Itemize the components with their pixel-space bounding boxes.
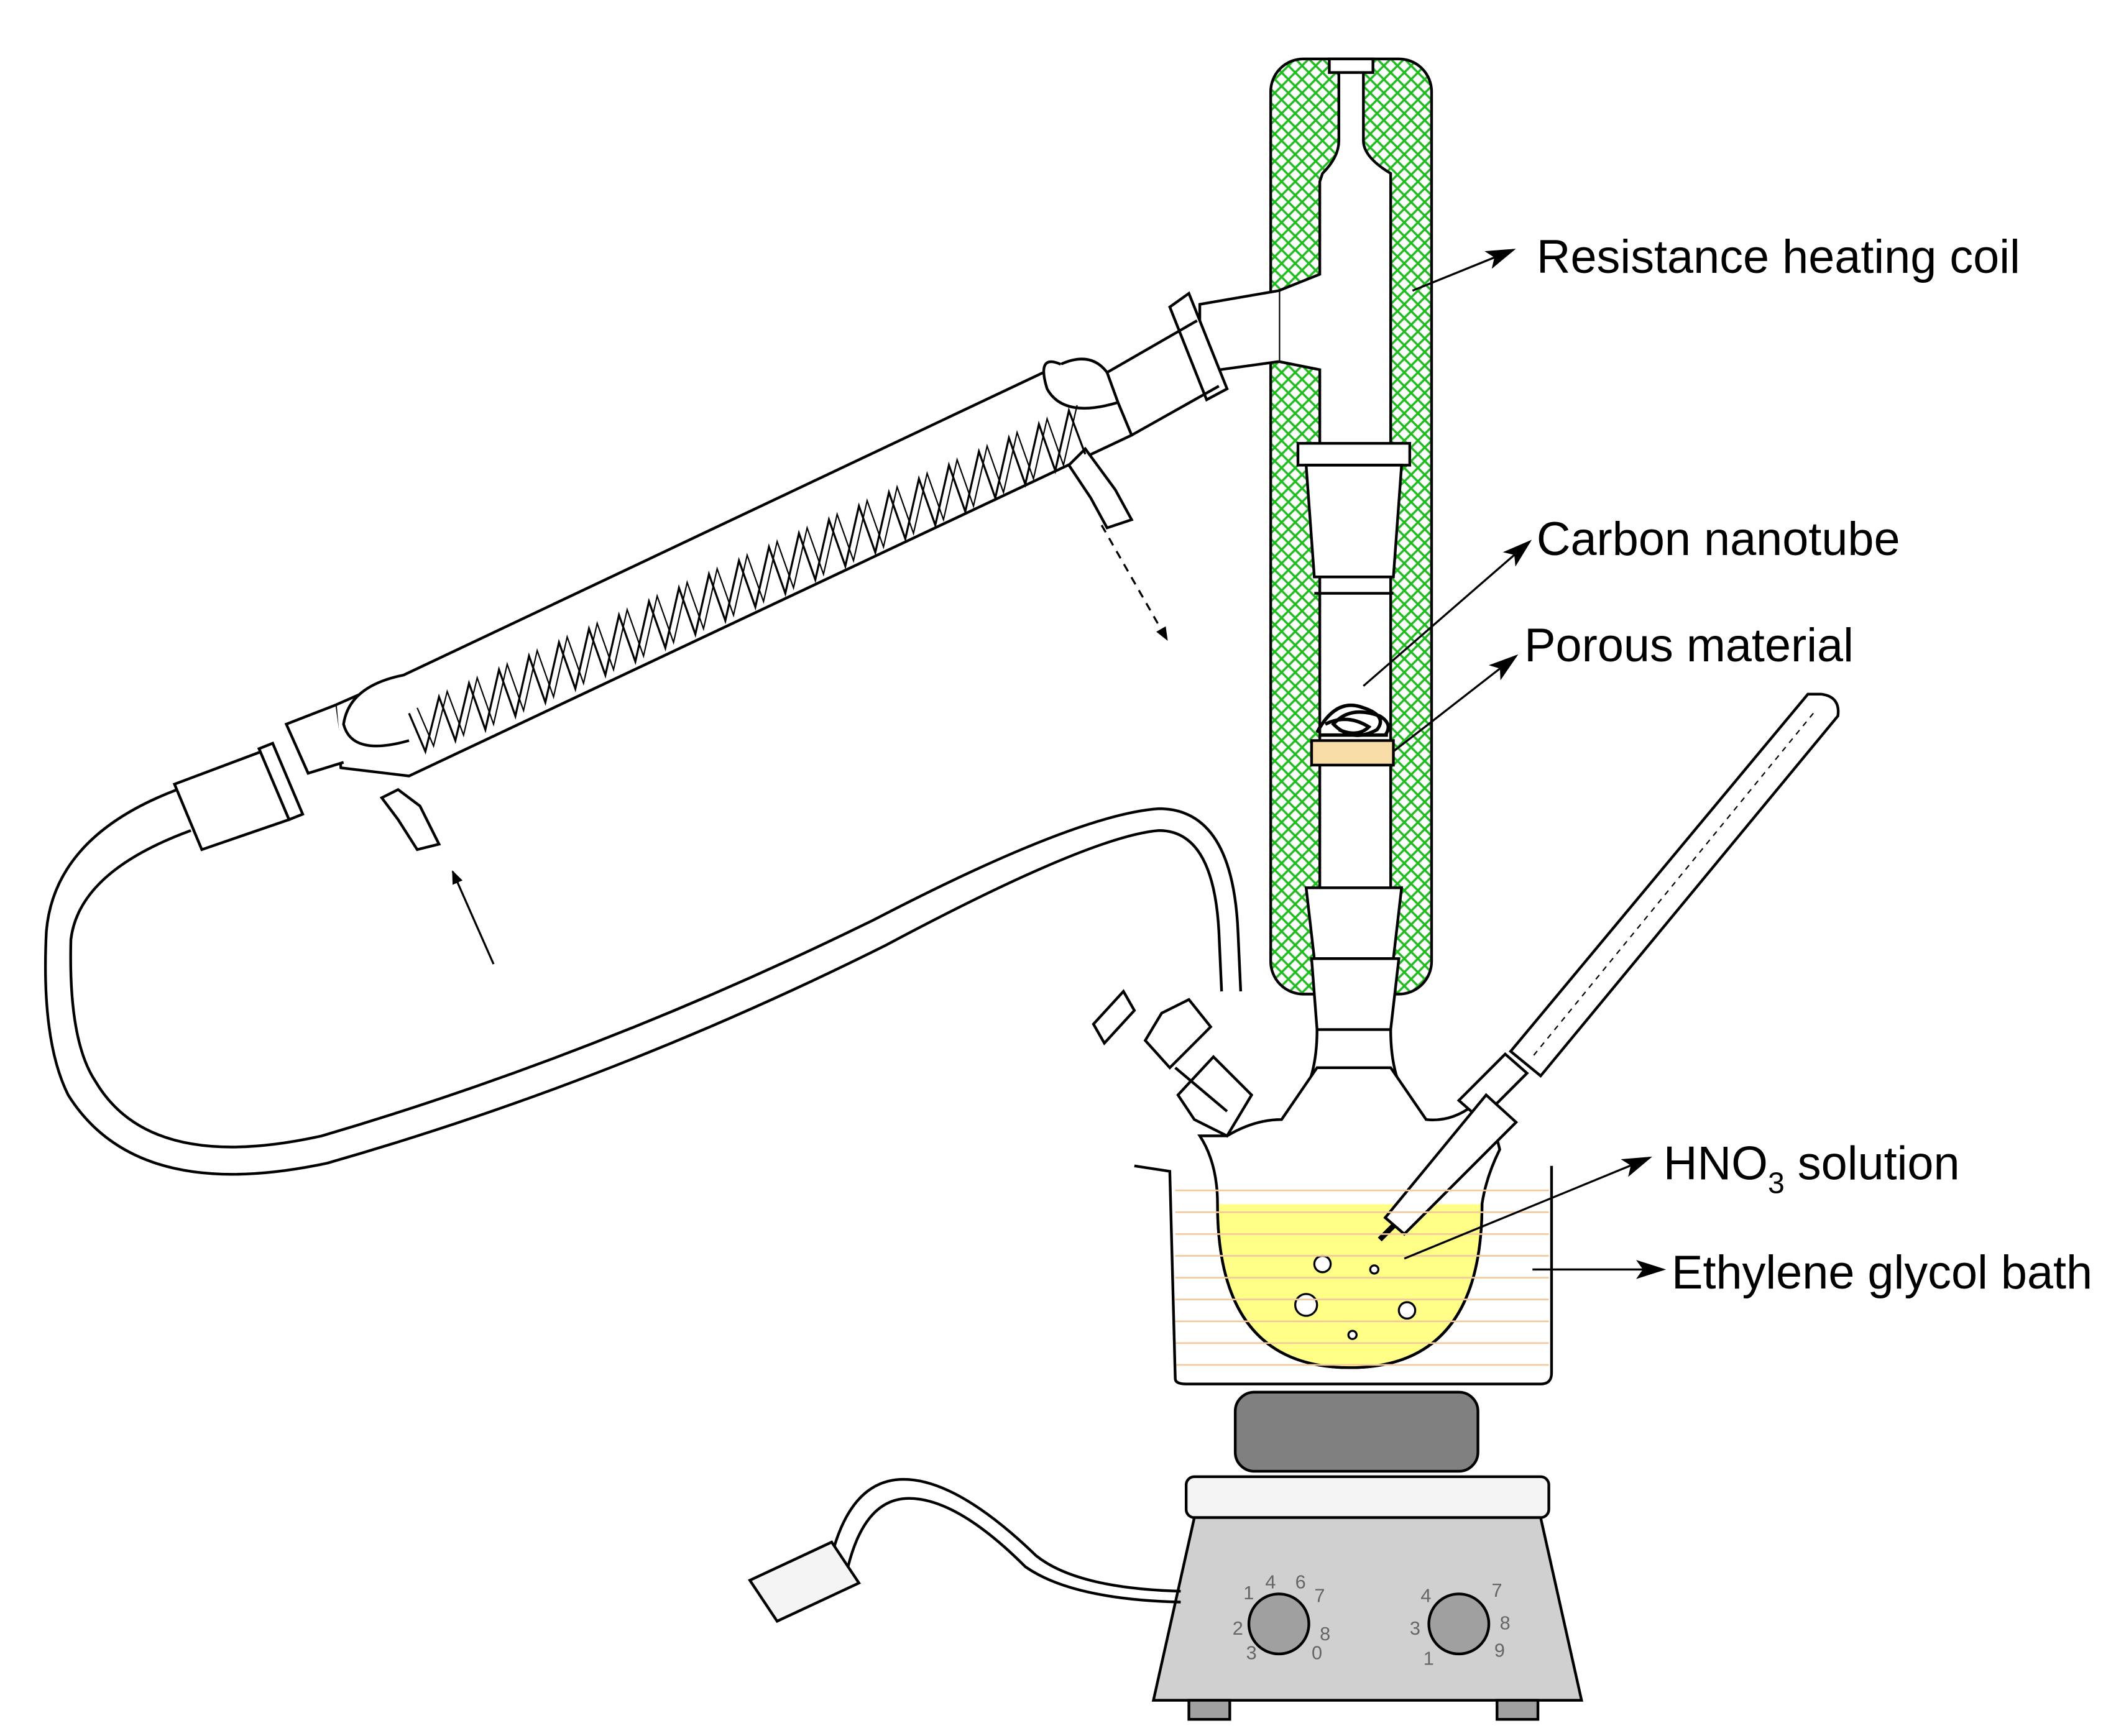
label-porous-material: Porous material — [1524, 620, 1854, 672]
carbon-nanotube — [1315, 704, 1391, 737]
power-cord — [748, 1477, 1181, 1623]
label-pointers — [1363, 249, 1667, 1279]
label-carbon-nanotube: Carbon nanotube — [1537, 513, 1900, 566]
svg-text:2: 2 — [1233, 1617, 1243, 1639]
svg-text:7: 7 — [1491, 1579, 1502, 1601]
svg-text:3: 3 — [1410, 1617, 1420, 1639]
svg-text:0: 0 — [1312, 1642, 1322, 1664]
condenser — [172, 289, 1279, 852]
svg-text:1: 1 — [1424, 1647, 1434, 1669]
svg-text:7: 7 — [1314, 1585, 1325, 1607]
porous-material — [1310, 739, 1395, 767]
svg-text:4: 4 — [1265, 1571, 1276, 1593]
dial-numbers: 1 4 6 7 2 8 3 0 4 7 3 8 1 9 — [1233, 1571, 1511, 1669]
label-hno3-solution: HNO3 solution — [1663, 1138, 1960, 1200]
stir-pad — [1233, 1390, 1479, 1473]
svg-text:9: 9 — [1494, 1639, 1505, 1661]
svg-text:8: 8 — [1500, 1612, 1511, 1633]
hno3-rest: solution — [1785, 1138, 1960, 1190]
thermometer — [1378, 692, 1840, 1242]
hno3-solution — [1216, 1204, 1484, 1369]
condenser-coil — [408, 405, 1087, 755]
svg-text:8: 8 — [1320, 1623, 1330, 1645]
svg-text:1: 1 — [1243, 1582, 1254, 1604]
hno3-subscript: 3 — [1768, 1167, 1785, 1200]
svg-text:3: 3 — [1246, 1642, 1257, 1664]
labels: Resistance heating coil Carbon nanotube … — [1524, 231, 2092, 1299]
hno3-formula: HNO — [1663, 1138, 1768, 1190]
ethylene-glycol-bath — [1134, 1164, 1553, 1385]
svg-text:4: 4 — [1420, 1585, 1431, 1607]
temperature-knob — [1247, 1592, 1310, 1656]
label-ethylene-glycol-bath: Ethylene glycol bath — [1672, 1247, 2092, 1299]
hotplate-stirrer — [1151, 1390, 1583, 1721]
return-tubing — [44, 788, 1243, 1176]
svg-text:6: 6 — [1295, 1571, 1306, 1593]
stir-speed-knob — [1427, 1592, 1491, 1656]
label-resistance-heating-coil: Resistance heating coil — [1537, 231, 2020, 283]
water-flow-arrows — [451, 525, 1168, 965]
